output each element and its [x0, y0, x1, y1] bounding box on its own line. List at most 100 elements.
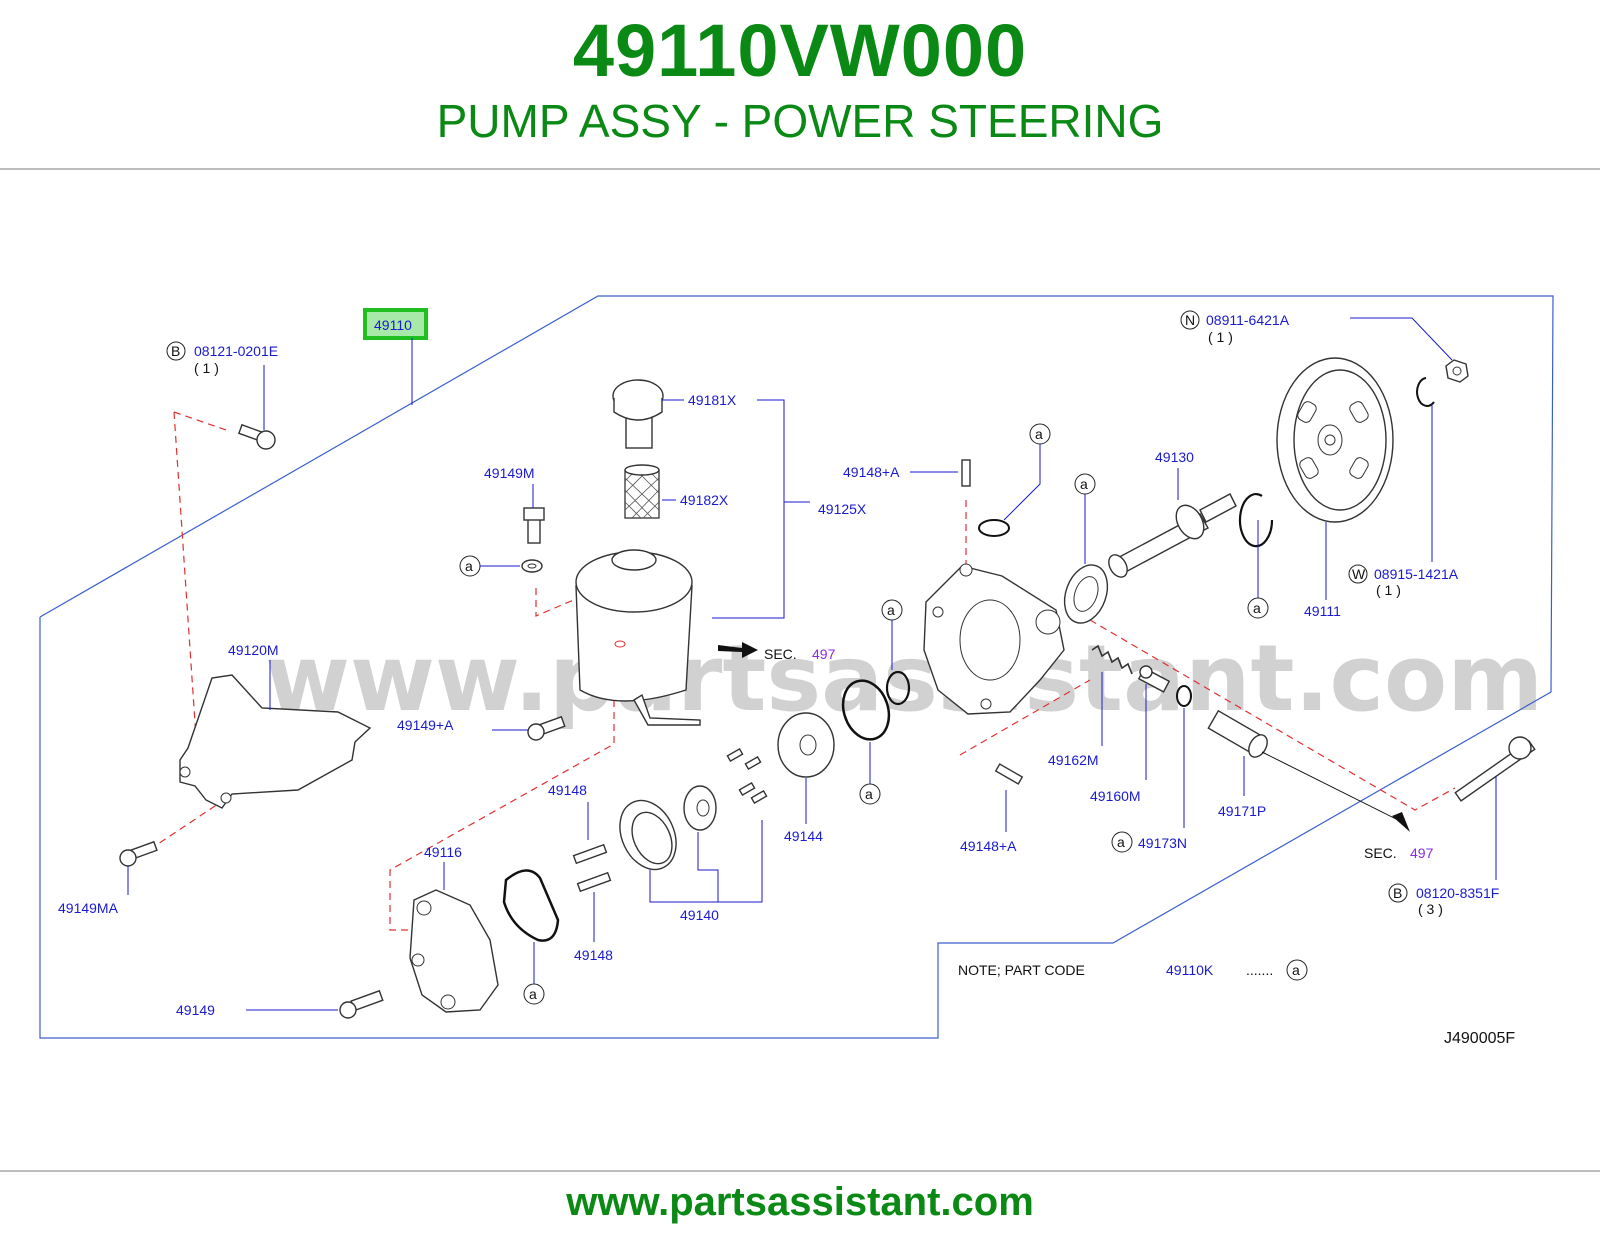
svg-text:( 1 ): ( 1 ): [194, 360, 219, 376]
svg-text:a: a: [1035, 426, 1043, 442]
callout-49149ma[interactable]: 49149MA: [58, 866, 129, 916]
callout-49116[interactable]: 49116: [424, 844, 462, 890]
footer-divider: [0, 1170, 1600, 1172]
shaft-49130-icon[interactable]: [1105, 493, 1237, 580]
svg-text:a: a: [529, 986, 537, 1002]
callout-49173n[interactable]: a 49173N: [1111, 708, 1187, 853]
callout-49148-upper[interactable]: 49148: [548, 782, 589, 840]
callout-49148a-lower[interactable]: 49148+A: [960, 790, 1017, 854]
callout-49181x[interactable]: 49181X: [662, 392, 785, 619]
svg-text:SEC.: SEC.: [764, 646, 797, 662]
svg-text:49149+A: 49149+A: [397, 717, 454, 733]
callout-08121[interactable]: B 08121-0201E ( 1 ): [166, 341, 278, 430]
valve-49160m-icon[interactable]: [1137, 665, 1171, 693]
dowel-pins-49148-icon[interactable]: [572, 843, 612, 893]
svg-text:B: B: [1393, 885, 1402, 901]
vanes-icon[interactable]: [726, 747, 768, 805]
callout-sec-497-right[interactable]: SEC. 497: [1261, 751, 1434, 861]
connector-49171p-icon[interactable]: [1207, 709, 1271, 761]
svg-text:( 1 ): ( 1 ): [1208, 329, 1233, 345]
spring-49162m-icon[interactable]: [1091, 644, 1133, 675]
bolt-49149a-icon[interactable]: [527, 715, 566, 741]
callout-49111[interactable]: 49111: [1304, 522, 1341, 619]
callout-08915[interactable]: W 08915-1421A ( 1 ): [1348, 404, 1459, 598]
cam-ring-49140-icon[interactable]: [609, 791, 687, 878]
callout-08911[interactable]: N 08911-6421A ( 1 ): [1180, 310, 1453, 361]
bracket-49120m-icon[interactable]: [179, 674, 372, 809]
svg-text:49120M: 49120M: [228, 642, 279, 658]
rear-cover-49116-icon[interactable]: [409, 889, 499, 1013]
svg-text:49171P: 49171P: [1218, 803, 1266, 819]
footer-url[interactable]: www.partsassistant.com: [566, 1180, 1034, 1224]
mark-a-o-ring-large: a: [859, 742, 881, 805]
parts-diagram: www.partsassistant.com 49110 B 08121-020…: [39, 295, 1554, 1047]
svg-text:a: a: [1117, 834, 1125, 850]
o-ring-large-icon[interactable]: [836, 675, 896, 746]
callout-49160m[interactable]: 49160M: [1090, 684, 1147, 804]
callout-49130[interactable]: 49130: [1155, 449, 1194, 500]
bolt-08121-icon[interactable]: [237, 423, 276, 450]
oil-seal-icon[interactable]: [1057, 559, 1115, 629]
callout-49182x[interactable]: 49182X 49125X: [662, 492, 867, 517]
svg-text:49130: 49130: [1155, 449, 1194, 465]
callout-49140[interactable]: 49140: [649, 820, 763, 923]
svg-text:49144: 49144: [784, 828, 823, 844]
callout-49149[interactable]: 49149: [176, 1002, 338, 1018]
callout-49148-lower[interactable]: 49148: [574, 892, 613, 963]
gasket-icon[interactable]: [502, 869, 560, 942]
svg-text:08911-6421A: 08911-6421A: [1206, 312, 1290, 328]
callout-49120m[interactable]: 49120M: [228, 642, 279, 710]
svg-text:SEC.: SEC.: [1364, 845, 1397, 861]
callout-49144[interactable]: 49144: [784, 778, 823, 844]
callout-sec-497-reservoir[interactable]: SEC. 497: [718, 642, 836, 662]
nut-08911-icon[interactable]: [1445, 359, 1469, 383]
callout-49149a[interactable]: 49149+A: [397, 717, 528, 733]
svg-text:NOTE; PART CODE: NOTE; PART CODE: [958, 962, 1085, 978]
part-49110-callout[interactable]: 49110: [363, 308, 428, 405]
assembly-line-bolts: [1089, 619, 1456, 811]
strainer-49182x-icon[interactable]: [624, 464, 660, 519]
washer-a-icon[interactable]: [521, 559, 543, 573]
bolt-49149-icon[interactable]: [339, 989, 384, 1019]
bolt-49149m-icon[interactable]: [523, 507, 545, 544]
rotor-icon[interactable]: [683, 785, 717, 831]
pin-49148a-upper-icon[interactable]: [961, 459, 971, 487]
o-ring-49173n-icon[interactable]: [1176, 685, 1192, 707]
svg-text:49110: 49110: [374, 317, 412, 333]
side-plate-49144-icon[interactable]: [777, 712, 835, 778]
svg-text:49173N: 49173N: [1138, 835, 1187, 851]
reservoir-cap-49181x-icon[interactable]: [612, 379, 664, 449]
page-title: PUMP ASSY - POWER STEERING: [436, 95, 1164, 147]
o-ring-small-icon[interactable]: [885, 670, 911, 706]
callout-49148a-upper[interactable]: 49148+A: [843, 464, 958, 480]
pulley-49111-icon[interactable]: [1276, 357, 1394, 523]
mark-a-top: a: [1003, 423, 1051, 521]
bolt-08120-icon[interactable]: [1454, 736, 1536, 802]
o-ring-top-icon[interactable]: [978, 519, 1010, 537]
svg-text:08121-0201E: 08121-0201E: [194, 343, 278, 359]
watermark-text: www.partsassistant.com: [265, 625, 1543, 732]
pin-49148a-lower-icon[interactable]: [994, 763, 1024, 785]
bolt-49149ma-icon[interactable]: [119, 840, 158, 867]
mark-a-o-ring-small: a: [881, 599, 903, 670]
page-part-number: 49110VW000: [572, 9, 1028, 92]
svg-text:a: a: [1080, 476, 1088, 492]
pump-body-icon[interactable]: [923, 563, 1065, 715]
callout-49171p[interactable]: 49171P: [1218, 756, 1266, 819]
header-divider: [0, 168, 1600, 170]
callout-49162m[interactable]: 49162M: [1048, 672, 1103, 768]
svg-text:49148: 49148: [574, 947, 613, 963]
svg-text:49116: 49116: [424, 844, 462, 860]
svg-text:08915-1421A: 08915-1421A: [1374, 566, 1459, 582]
reservoir-tank-icon[interactable]: [575, 549, 701, 726]
callout-49149m[interactable]: 49149M: [484, 465, 535, 508]
svg-text:49148+A: 49148+A: [843, 464, 900, 480]
svg-text:49140: 49140: [680, 907, 719, 923]
svg-text:( 3 ): ( 3 ): [1418, 901, 1443, 917]
assembly-line-reservoir: [535, 588, 579, 617]
svg-text:W: W: [1352, 566, 1366, 582]
svg-text:49110K: 49110K: [1166, 962, 1214, 978]
snap-ring-icon[interactable]: [1238, 493, 1274, 548]
washer-08915-icon[interactable]: [1416, 377, 1435, 407]
callout-08120[interactable]: B 08120-8351F ( 3 ): [1388, 776, 1499, 917]
